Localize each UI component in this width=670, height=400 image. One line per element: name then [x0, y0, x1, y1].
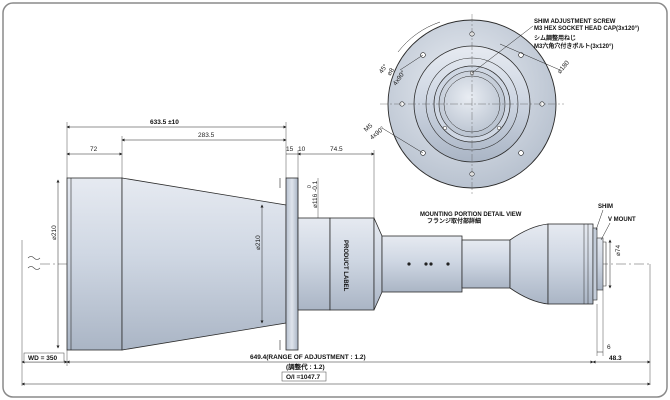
dim-shim-gap: 6 — [607, 344, 611, 351]
shim-screw-spec-jp: M3六角穴付きボルト(3x120°) — [534, 42, 613, 50]
dim-front-length: 72 — [90, 146, 98, 153]
dim-rear-length: 74.5 — [330, 146, 343, 153]
shim-screw-spec: M3 HEX SOCKET HEAD CAP(3x120°) — [534, 26, 639, 32]
dim-front-dia: ⌀210 — [51, 225, 58, 240]
lens-side-view — [66, 177, 607, 351]
dim-wd: WD = 350 — [28, 355, 57, 362]
dim-flange-a: 15 — [286, 146, 294, 153]
break-mark — [27, 266, 41, 270]
dim-flange-dia: ⌀210 — [255, 235, 262, 250]
shim — [592, 227, 598, 301]
break-mark — [27, 256, 41, 260]
dim-hole-d8: ⌀8 — [386, 67, 396, 78]
dim-m5: M5 — [363, 122, 375, 133]
neck-section — [297, 217, 331, 311]
mount-detail-title-jp: フランジ取付部詳細 — [427, 217, 481, 225]
dim-mid-dia: ⌀116 -0.1 — [312, 180, 319, 208]
shim-label: SHIM — [598, 204, 613, 210]
flange-front-view — [380, 14, 564, 194]
v-mount — [596, 237, 604, 291]
shim-screw-label: SHIM ADJUSTMENT SCREW — [534, 19, 616, 25]
product-label-text: PRODUCT LABEL — [342, 240, 348, 292]
mounting-flange — [285, 177, 299, 351]
dim-flange-b: 10 — [298, 146, 306, 153]
label-section — [329, 217, 375, 311]
extension-tube — [381, 235, 463, 293]
dim-adjust-range-jp: (調整代 : 1.2) — [286, 362, 325, 371]
shim-screw-label-jp: シム調整用ねじ — [534, 34, 576, 42]
conical-body — [121, 177, 287, 351]
dim-vmount-dia: ⌀74 — [615, 244, 622, 256]
front-barrel — [66, 177, 123, 351]
dim-mid-tol: 0 — [307, 185, 313, 188]
dim-overall: 633.5 ±10 — [150, 119, 179, 126]
dim-back-offset: 48.3 — [609, 355, 622, 362]
dim-oi: O/I =1047.7 — [286, 374, 321, 381]
dim-adjust-range: 649.4(RANGE OF ADJUSTMENT : 1.2) — [250, 354, 366, 361]
vmount-label: V MOUNT — [608, 217, 636, 223]
dim-cone-length: 283.5 — [198, 132, 215, 139]
rear-barrel — [547, 223, 594, 305]
mount-detail-title: MOUNTING PORTION DETAIL VIEW — [420, 212, 522, 218]
